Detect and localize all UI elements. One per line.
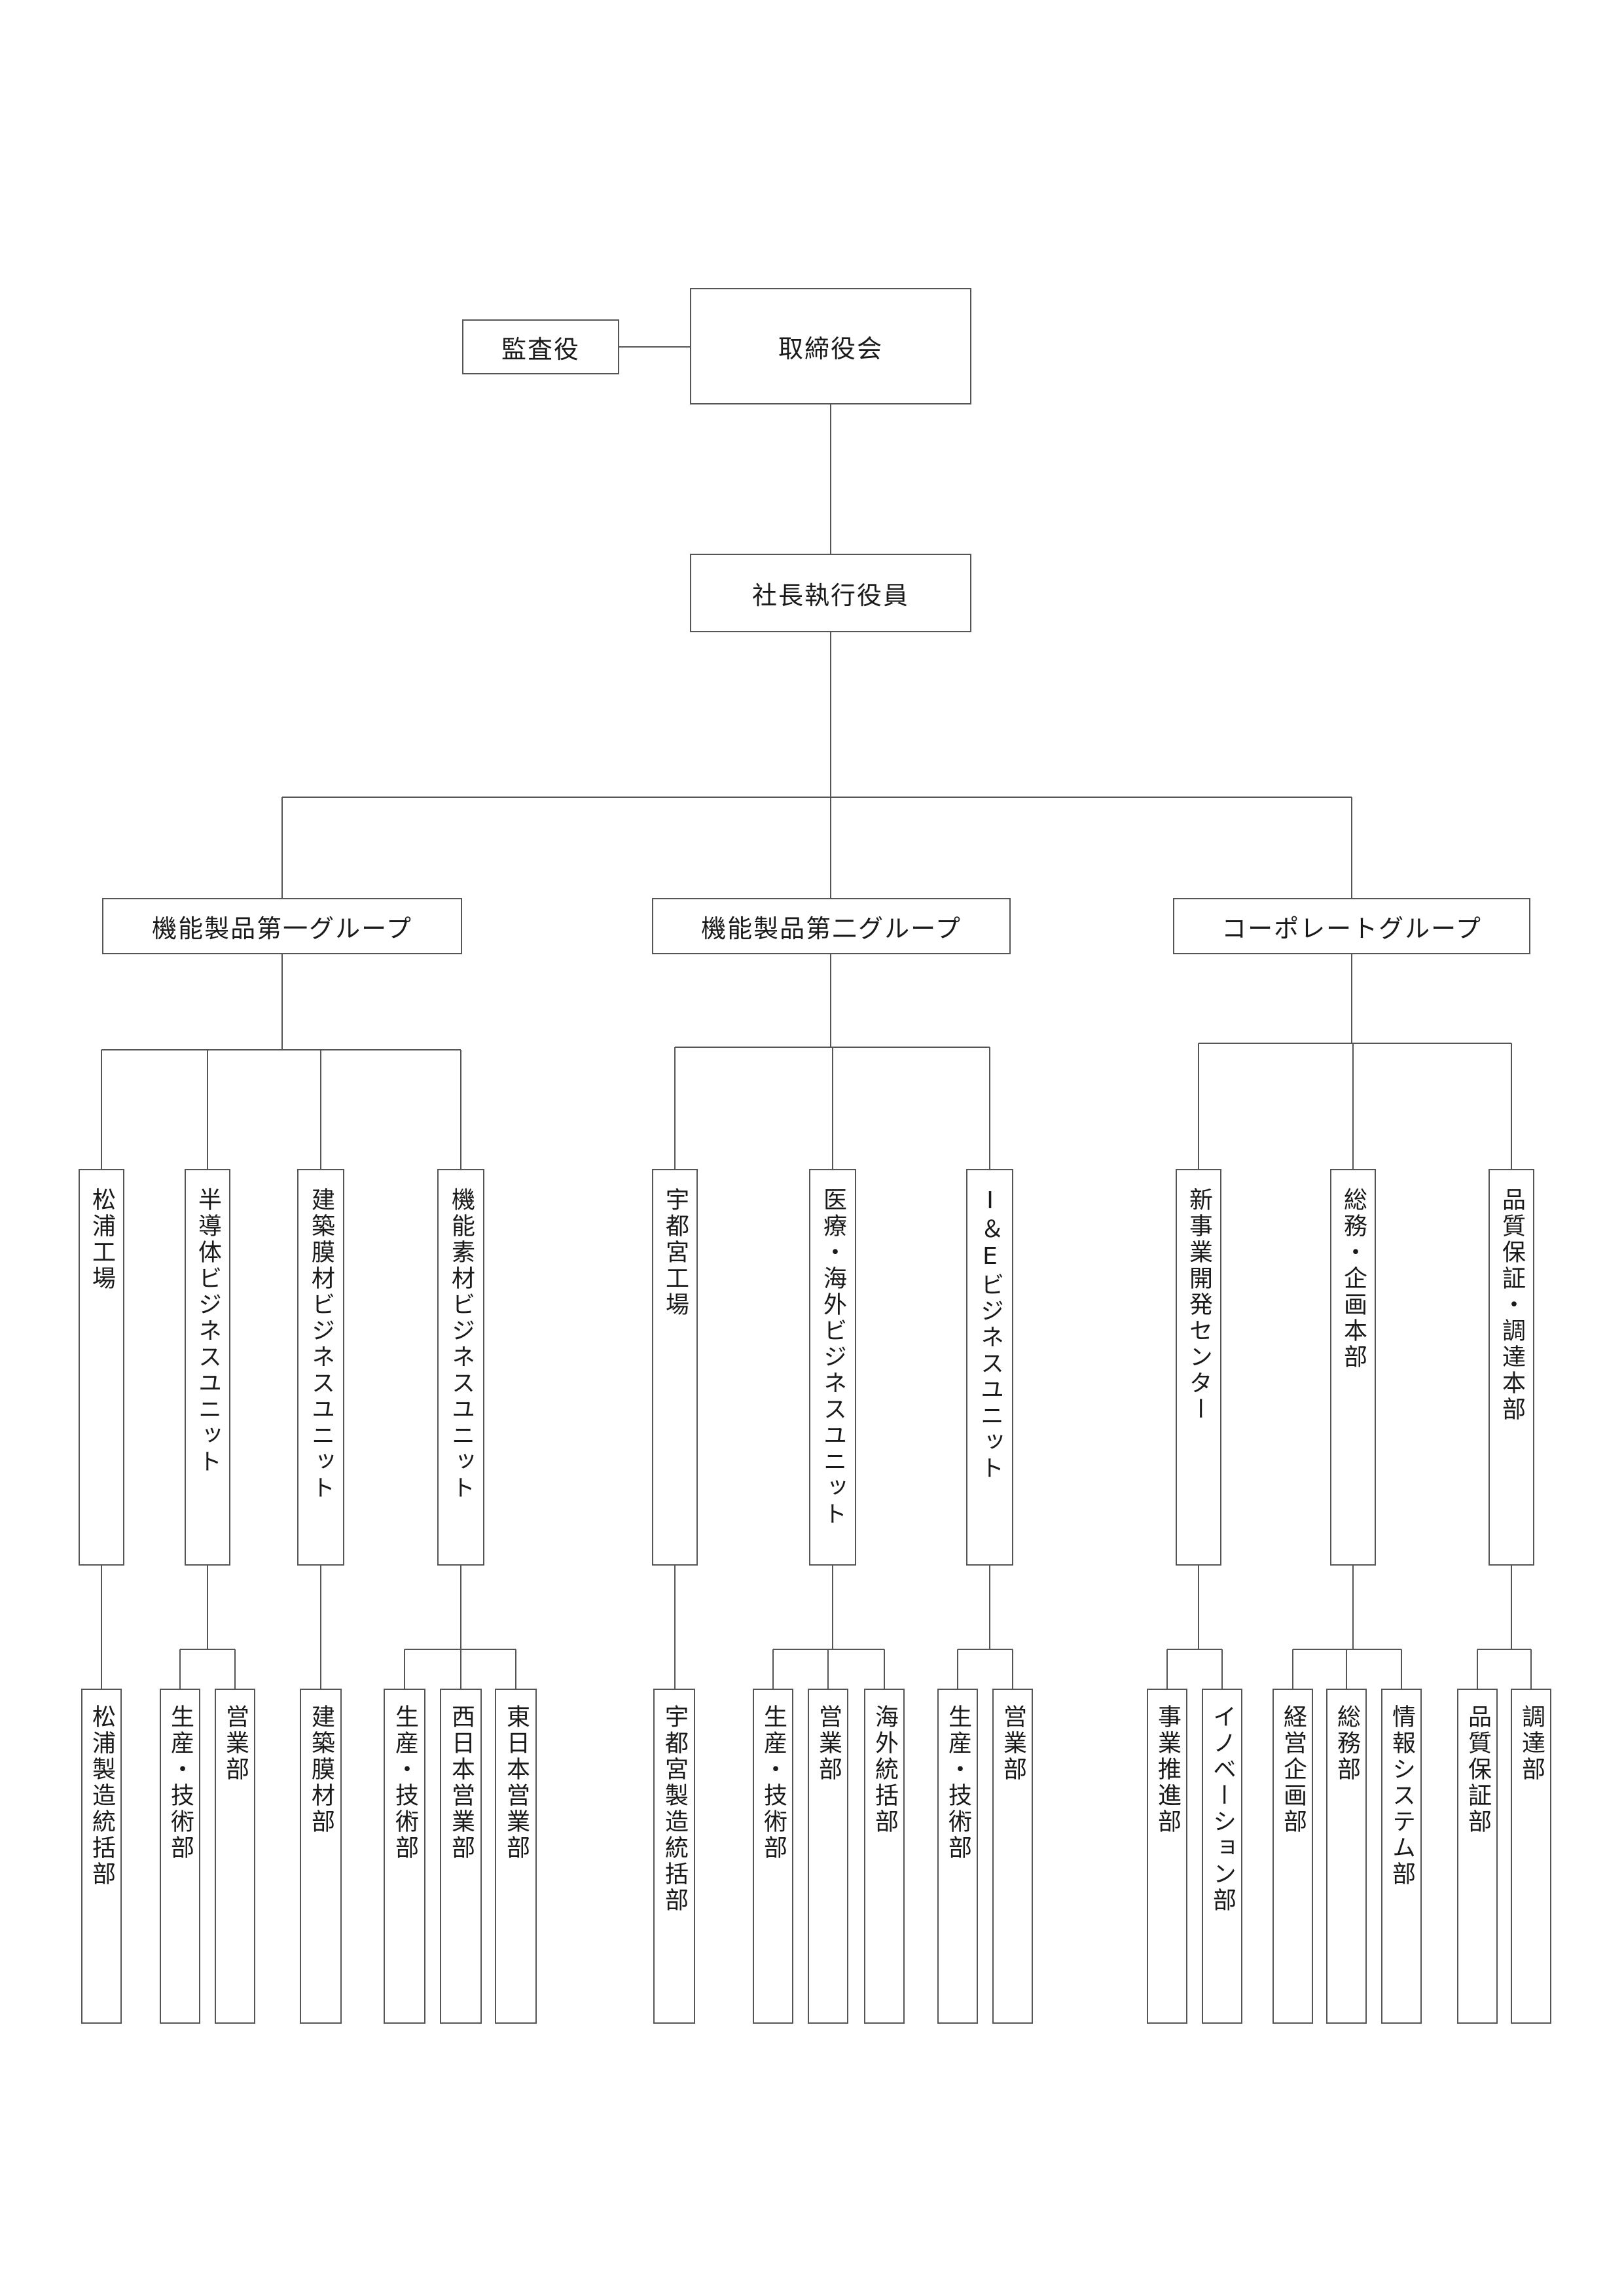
department-label: 生産・技術部: [760, 1704, 787, 1861]
group-box-3: コーポレートグループ: [1173, 898, 1530, 954]
department-label: 経営企画部: [1280, 1704, 1307, 1835]
group-box-1: 機能製品第一グループ: [102, 898, 462, 954]
department-box: 生産・技術部: [384, 1689, 425, 2024]
department-box: 営業部: [215, 1689, 255, 2024]
department-box: イノベーション部: [1202, 1689, 1242, 2024]
unit-box: 総務・企画本部: [1330, 1169, 1376, 1566]
unit-label: 医療・海外ビジネスユニット: [820, 1187, 846, 1528]
department-label: 品質保証部: [1464, 1704, 1491, 1835]
unit-box: 機能素材ビジネスユニット: [437, 1169, 484, 1566]
department-label: 調達部: [1518, 1704, 1545, 1783]
department-box: 生産・技術部: [160, 1689, 200, 2024]
unit-label: 宇都宮工場: [662, 1187, 689, 1318]
department-label: 生産・技術部: [391, 1704, 418, 1861]
unit-label: I＆Eビジネスユニット: [977, 1187, 1003, 1482]
department-label: 西日本営業部: [448, 1704, 475, 1861]
unit-box: 品質保証・調達本部: [1489, 1169, 1534, 1566]
department-label: 総務部: [1333, 1704, 1360, 1783]
department-label: 建築膜材部: [308, 1704, 334, 1835]
unit-label: 新事業開発センター: [1185, 1187, 1212, 1423]
group-label: コーポレートグループ: [1221, 914, 1482, 943]
department-label: 営業部: [1000, 1704, 1026, 1783]
department-box: 営業部: [992, 1689, 1033, 2024]
department-box: 建築膜材部: [300, 1689, 342, 2024]
auditor-box: 監査役: [462, 319, 619, 374]
board-label: 取締役会: [778, 334, 883, 363]
unit-box: 新事業開発センター: [1176, 1169, 1221, 1566]
department-label: 事業推進部: [1154, 1704, 1181, 1835]
department-label: 海外統括部: [871, 1704, 898, 1835]
department-box: 事業推進部: [1147, 1689, 1187, 2024]
unit-box: I＆Eビジネスユニット: [966, 1169, 1013, 1566]
department-label: 営業部: [815, 1704, 842, 1783]
department-label: 生産・技術部: [945, 1704, 971, 1861]
group-label: 機能製品第二グループ: [701, 914, 962, 943]
board-box: 取締役会: [690, 288, 971, 404]
department-label: 生産・技術部: [167, 1704, 194, 1861]
unit-label: 半導体ビジネスユニット: [194, 1187, 221, 1475]
department-box: 松浦製造統括部: [81, 1689, 122, 2024]
department-label: 営業部: [222, 1704, 249, 1783]
department-box: 調達部: [1511, 1689, 1551, 2024]
department-label: 宇都宮製造統括部: [661, 1704, 688, 1914]
unit-box: 医療・海外ビジネスユニット: [809, 1169, 856, 1566]
department-box: 海外統括部: [864, 1689, 905, 2024]
department-box: 西日本営業部: [440, 1689, 482, 2024]
department-label: イノベーション部: [1209, 1704, 1236, 1914]
unit-box: 半導体ビジネスユニット: [185, 1169, 230, 1566]
group-label: 機能製品第一グループ: [152, 914, 412, 943]
department-label: 情報システム部: [1388, 1704, 1415, 1888]
department-box: 営業部: [808, 1689, 848, 2024]
auditor-label: 監査役: [501, 334, 580, 364]
department-box: 経営企画部: [1272, 1689, 1313, 2024]
department-box: 生産・技術部: [937, 1689, 978, 2024]
group-box-2: 機能製品第二グループ: [652, 898, 1011, 954]
department-box: 品質保証部: [1457, 1689, 1498, 2024]
president-label: 社長執行役員: [751, 581, 909, 610]
unit-label: 松浦工場: [88, 1187, 115, 1292]
unit-box: 建築膜材ビジネスユニット: [297, 1169, 344, 1566]
department-box: 情報システム部: [1381, 1689, 1422, 2024]
department-box: 宇都宮製造統括部: [653, 1689, 695, 2024]
unit-label: 建築膜材ビジネスユニット: [308, 1187, 334, 1501]
department-label: 松浦製造統括部: [88, 1704, 115, 1888]
unit-box: 松浦工場: [79, 1169, 124, 1566]
department-box: 総務部: [1326, 1689, 1367, 2024]
department-box: 東日本営業部: [495, 1689, 537, 2024]
department-box: 生産・技術部: [753, 1689, 793, 2024]
unit-label: 品質保証・調達本部: [1498, 1187, 1525, 1423]
department-label: 東日本営業部: [503, 1704, 530, 1861]
unit-label: 総務・企画本部: [1340, 1187, 1367, 1371]
president-box: 社長執行役員: [690, 554, 971, 632]
unit-label: 機能素材ビジネスユニット: [448, 1187, 475, 1501]
unit-box: 宇都宮工場: [652, 1169, 698, 1566]
